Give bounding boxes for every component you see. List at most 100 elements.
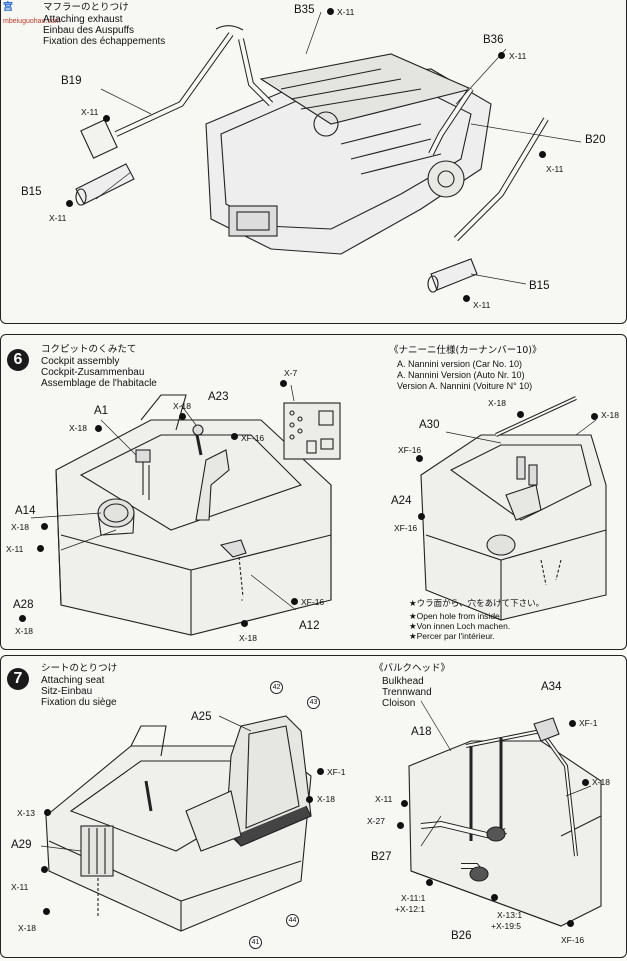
label-x11: X-11	[11, 882, 29, 892]
paint-dot	[418, 513, 425, 520]
label-x11: X-11	[337, 7, 355, 17]
step7-title-en: Attaching seat	[41, 675, 105, 686]
label-b19: B19	[61, 75, 82, 87]
note-fr: ★Percer par l'intérieur.	[409, 631, 495, 641]
paint-dot	[66, 200, 73, 207]
label-a1: A1	[94, 405, 109, 417]
label-x11: X-11	[473, 300, 491, 310]
paint-dot	[37, 545, 44, 552]
label-x18: X-18	[173, 401, 191, 411]
paint-dot	[43, 908, 50, 915]
paint-dot	[491, 894, 498, 901]
bulkhead-title-de: Trennwand	[382, 687, 432, 698]
paint-dot	[401, 800, 408, 807]
label-x13: X-13	[17, 808, 35, 818]
paint-dot	[416, 455, 423, 462]
step7-number: 7	[7, 668, 29, 690]
paint-dot	[103, 115, 110, 122]
note-en: ★Open hole from inside.	[409, 611, 503, 621]
paint-dot	[463, 295, 470, 302]
step-ref-42: 42	[270, 681, 283, 694]
paint-dot	[231, 433, 238, 440]
paint-dot	[498, 52, 505, 59]
nannini-title-jp: 《ナニーニ仕様(カーナンバー10)》	[389, 345, 542, 356]
paint-dot	[517, 411, 524, 418]
paint-dot	[19, 615, 26, 622]
step6-title-fr: Assemblage de l'habitacle	[41, 378, 157, 389]
paint-dot	[41, 866, 48, 873]
step7-panel: 7 シートのとりつけ Attaching seat Sitz-Einbau Fi…	[0, 655, 627, 958]
step6-title-jp: コクピットのくみたて	[41, 344, 137, 355]
label-b35: B35	[294, 4, 315, 16]
label-mix2a: X-13:1	[497, 910, 523, 920]
label-x11: X-11	[546, 164, 564, 174]
label-xf1: XF-1	[327, 767, 346, 777]
label-a28: A28	[13, 599, 34, 611]
label-x18: X-18	[69, 423, 87, 433]
label-x18: X-18	[11, 522, 29, 532]
bulkhead-title-fr: Cloison	[382, 698, 416, 709]
label-x18: X-18	[317, 794, 335, 804]
paint-dot	[569, 720, 576, 727]
exhaust-drawing	[75, 11, 582, 293]
paint-dot	[95, 425, 102, 432]
label-b36: B36	[483, 34, 504, 46]
nannini-title-de: A. Nannini Version (Auto Nr. 10)	[397, 370, 525, 380]
label-x18: X-18	[601, 410, 619, 420]
nannini-title-fr: Version A. Nannini (Voiture N° 10)	[397, 381, 533, 391]
bulkhead-title-en: Bulkhead	[382, 676, 424, 687]
label-b15: B15	[529, 280, 550, 292]
label-xf16: XF-16	[398, 445, 422, 455]
label-x18: X-18	[239, 633, 257, 643]
step5-panel: 宫 mbeiuguohao.com マフラーのとりつけ Attaching ex…	[0, 0, 627, 324]
label-xf16: XF-16	[561, 935, 585, 945]
label-mix2b: +X-19:5	[491, 921, 522, 931]
paint-dot	[306, 796, 313, 803]
paint-dot	[327, 8, 334, 15]
step7-title-de: Sitz-Einbau	[41, 686, 93, 697]
label-a12: A12	[299, 620, 320, 632]
label-xf16: XF-16	[394, 523, 418, 533]
note-jp: ★ウラ面から、穴をあけて下さい。	[409, 599, 545, 609]
label-mix1a: X-11:1	[401, 893, 426, 903]
label-x11: X-11	[375, 794, 393, 804]
label-a18: A18	[411, 726, 432, 738]
label-x27: X-27	[367, 816, 385, 826]
note-de: ★Von innen Loch machen.	[409, 621, 511, 631]
label-a34: A34	[541, 681, 562, 693]
label-x11: X-11	[81, 107, 99, 117]
label-x18: X-18	[592, 777, 610, 787]
label-b20: B20	[585, 134, 606, 146]
paint-dot	[567, 920, 574, 927]
step-ref-41: 41	[249, 936, 262, 949]
step-ref-44: 44	[286, 914, 299, 927]
step5-title-en: Attaching exhaust	[43, 14, 123, 25]
paint-dot	[291, 598, 298, 605]
label-x11: X-11	[509, 51, 527, 61]
label-a25: A25	[191, 711, 212, 723]
label-a23: A23	[208, 391, 229, 403]
label-x18: X-18	[15, 626, 33, 636]
label-xf16: XF-16	[241, 433, 265, 443]
label-a29: A29	[11, 839, 32, 851]
label-a14: A14	[15, 505, 36, 517]
paint-dot	[280, 380, 287, 387]
label-x7: X-7	[284, 368, 298, 378]
label-x11: X-11	[6, 544, 24, 554]
paint-dot	[241, 620, 248, 627]
step-ref-43: 43	[307, 696, 320, 709]
paint-dot	[539, 151, 546, 158]
label-x18: X-18	[488, 398, 506, 408]
label-mix1b: +X-12:1	[395, 904, 426, 914]
step6-title-de: Cockpit-Zusammenbau	[41, 367, 145, 378]
label-a24: A24	[391, 495, 412, 507]
label-x18: X-18	[18, 923, 36, 933]
watermark-logo: 宫	[3, 2, 13, 13]
label-a30: A30	[419, 419, 440, 431]
seat-drawing	[40, 700, 602, 932]
step6-panel: 6 コクピットのくみたて Cockpit assembly Cockpit-Zu…	[0, 334, 627, 650]
step6-title-en: Cockpit assembly	[41, 356, 120, 367]
paint-dot	[397, 822, 404, 829]
paint-dot	[426, 879, 433, 886]
label-b27: B27	[371, 851, 392, 863]
